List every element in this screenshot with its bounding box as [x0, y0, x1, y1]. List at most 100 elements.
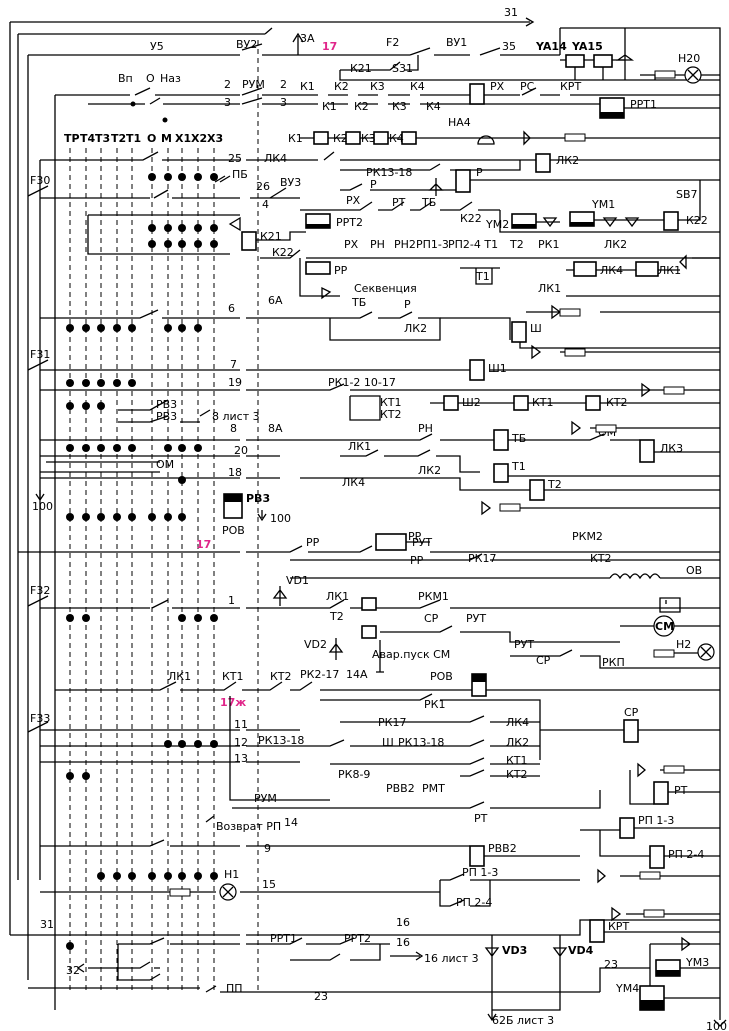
pos-t1: Т1	[126, 132, 141, 145]
rx-contact: РХ	[346, 194, 361, 207]
rk89-contact: РК8-9	[338, 768, 370, 781]
rut-coil	[375, 533, 407, 551]
k21-coil	[241, 231, 257, 251]
wire-4: 4	[262, 198, 269, 211]
wire-17-mid: 17	[196, 538, 211, 551]
kt1-contact: КТ1	[380, 396, 402, 409]
wire-17-top-label: 17	[322, 40, 337, 53]
rp24-contact-b: РП 2-4	[456, 896, 492, 909]
wire-26: 26	[256, 180, 270, 193]
t1-coil-label: Т1	[511, 460, 526, 473]
wire-100-mid: 100	[270, 512, 291, 525]
s31-label: S31	[392, 62, 413, 75]
wire-20: 20	[234, 444, 248, 457]
vu1-label: ВУ1	[446, 36, 467, 49]
lk2-contact-d: ЛК2	[506, 736, 529, 749]
vu3-label: ВУ3	[280, 176, 301, 189]
lk4-contact-b: ЛК4	[342, 476, 365, 489]
r-contact-b: Р	[404, 298, 411, 311]
wire-6a: 6А	[268, 294, 283, 307]
kt1-contact-b: КТ1	[222, 670, 244, 683]
lk4-contact-label: ЛК4	[264, 152, 287, 165]
wire-8a: 8А	[268, 422, 283, 435]
rv3-contact-a: РВ3	[156, 398, 177, 411]
h20-label: Н20	[678, 52, 700, 65]
k21-coil-label: К21	[260, 230, 282, 243]
wire-31-bottom: 31	[40, 918, 54, 931]
krt-label: КРТ	[560, 80, 581, 93]
h1-label: Н1	[224, 868, 239, 881]
lk3-coil	[639, 439, 655, 463]
controller-positions: ТР Т4 Т3 Т2 Т1 О М Х1 Х2 Х3	[64, 40, 259, 990]
row-1-dots	[66, 614, 218, 622]
pos-t2: Т2	[111, 132, 126, 145]
lk3-label: ЛК3	[660, 442, 683, 455]
rvv2-coil	[469, 845, 485, 867]
rr-contact-b: РР	[408, 530, 422, 543]
rmt-contact: РМТ	[422, 782, 445, 795]
wire-11: 11	[234, 718, 248, 731]
rut-contact-b: РУТ	[514, 638, 534, 651]
rp13-coil	[619, 817, 635, 839]
krt-coil-b	[589, 919, 605, 943]
sr-contact-b: СР	[536, 654, 551, 667]
wire-31-label: 31	[504, 6, 518, 19]
u5-label: У5	[150, 40, 164, 53]
rk1318-contact-b: РК13-18	[258, 734, 304, 747]
rk1-contact-b: РК1	[424, 698, 445, 711]
ya15-label: YA15	[571, 40, 603, 53]
rt-coil	[653, 781, 669, 805]
vd3-label: VD3	[502, 944, 527, 957]
k22-contact-b: К22	[272, 246, 294, 259]
wire-19: 19	[228, 376, 242, 389]
k2-contact-a: К2	[334, 80, 349, 93]
rk17-contact: РК17	[468, 552, 496, 565]
rk1-contact: РК1	[538, 238, 559, 251]
wire-62b-sheet3: 62Б лист 3	[492, 1014, 554, 1027]
kt1-coil	[513, 395, 529, 411]
rn-contact: РН	[370, 238, 385, 251]
wire-23-right: 23	[604, 958, 618, 971]
tb-coil	[493, 429, 509, 451]
rp24-coil	[649, 845, 665, 869]
k2-coil-label: К2	[333, 132, 348, 145]
vd2-label: VD2	[304, 638, 327, 651]
k1-contact-b: К1	[322, 100, 337, 113]
rrt1-label: РРТ1	[630, 98, 657, 111]
vp-label: Вп	[118, 72, 133, 85]
pos-m: М	[161, 132, 172, 145]
rov-switch-label: РОВ	[222, 524, 245, 537]
k-coils	[313, 131, 417, 145]
k1-coil-label: К1	[288, 132, 303, 145]
rx-label: РХ	[490, 80, 505, 93]
rk17-contact-b: РК17	[378, 716, 406, 729]
rum-label: РУМ	[242, 78, 265, 91]
r-coil	[455, 169, 471, 193]
h20-resistor	[654, 70, 676, 79]
sr-coil-label: СР	[624, 706, 639, 719]
ya14-label: YA14	[535, 40, 567, 53]
rr-contact-a: РР	[306, 536, 320, 549]
k4-coil	[401, 131, 417, 145]
sh-coil-label: Ш	[530, 322, 542, 335]
wire-12: 12	[234, 736, 248, 749]
k3-contact-a: К3	[370, 80, 385, 93]
rrt2-contact: РРТ2	[344, 932, 371, 945]
rt-contact-b: РТ	[474, 812, 488, 825]
k2-contact-b: К2	[354, 100, 369, 113]
lk2-contact: ЛК2	[604, 238, 627, 251]
lk4-coil	[573, 261, 597, 277]
o-label: О	[146, 72, 155, 85]
om-contact-b: ОМ	[156, 458, 174, 471]
wire-15: 15	[262, 878, 276, 891]
wire-100-bottom: 100	[706, 1020, 727, 1031]
wire-16-a: 16	[396, 916, 410, 929]
lk2-contact-b: ЛК2	[404, 322, 427, 335]
sh-contact: Ш	[382, 736, 394, 749]
lk1-contact-c: ЛК1	[326, 590, 349, 603]
sh1-label: Ш1	[488, 362, 507, 375]
wire-14: 14	[284, 816, 298, 829]
k21-contact-label: К21	[350, 62, 372, 75]
sh2-coil	[443, 395, 459, 411]
